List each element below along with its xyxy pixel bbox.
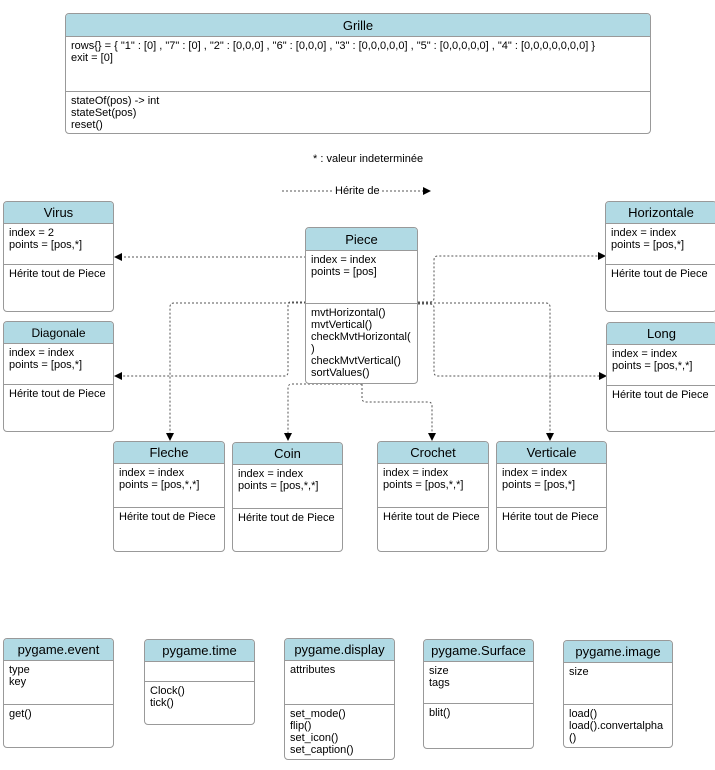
class-fleche-attributes: index = index points = [pos,*,*] xyxy=(114,464,224,508)
class-pygame-surface-methods: blit() xyxy=(429,707,451,719)
class-pygame-event-methods: get() xyxy=(9,708,32,720)
class-pygame-image-methods: load() load().convertalpha () xyxy=(569,708,664,744)
class-coin[interactable]: Coin index = index points = [pos,*,*] Hé… xyxy=(232,442,343,552)
class-pygame-event[interactable]: pygame.event type key get() xyxy=(3,638,114,748)
edge-piece-diagonale xyxy=(114,301,306,380)
class-horizontale-methods: Hérite tout de Piece xyxy=(611,268,708,280)
class-virus-methods: Hérite tout de Piece xyxy=(9,268,106,280)
class-crochet-attributes: index = index points = [pos,*,*] xyxy=(378,464,488,508)
class-pygame-surface[interactable]: pygame.Surface size tags blit() xyxy=(423,639,534,749)
class-piece-methods: mvtHorizontal() mvtVertical() checkMvtHo… xyxy=(311,307,411,379)
class-pygame-time-attributes xyxy=(145,662,254,682)
class-pygame-event-attributes: type key xyxy=(4,661,113,705)
class-long-attributes: index = index points = [pos,*,*] xyxy=(607,345,715,386)
class-pygame-time[interactable]: pygame.time Clock() tick() xyxy=(144,639,255,725)
class-crochet-name: Crochet xyxy=(378,442,488,464)
legend-undetermined: * : valeur indeterminée xyxy=(313,153,424,165)
edge-piece-coin xyxy=(284,383,362,441)
class-horizontale-attributes: index = index points = [pos,*] xyxy=(606,224,715,265)
class-virus[interactable]: Virus index = 2 points = [pos,*] Hérite … xyxy=(3,201,114,312)
class-pygame-time-methods: Clock() tick() xyxy=(150,685,185,709)
class-pygame-display-name: pygame.display xyxy=(285,639,394,661)
class-horizontale-name: Horizontale xyxy=(606,202,715,224)
class-crochet[interactable]: Crochet index = index points = [pos,*,*]… xyxy=(377,441,489,552)
legend-inherits-label: Hérite de xyxy=(333,185,382,197)
class-fleche-methods: Hérite tout de Piece xyxy=(119,511,216,523)
class-grille-attributes: rows{} = { "1" : [0] , "7" : [0] , "2" :… xyxy=(66,37,650,92)
class-pygame-image-name: pygame.image xyxy=(564,641,672,663)
edge-piece-crochet xyxy=(361,384,436,441)
class-pygame-image[interactable]: pygame.image size load() load().converta… xyxy=(563,640,673,748)
class-coin-attributes: index = index points = [pos,*,*] xyxy=(233,465,342,509)
class-diagonale[interactable]: Diagonale index = index points = [pos,*]… xyxy=(3,321,114,432)
class-horizontale[interactable]: Horizontale index = index points = [pos,… xyxy=(605,201,715,312)
edge-piece-fleche xyxy=(166,302,306,441)
edge-piece-long xyxy=(418,303,607,380)
class-pygame-time-name: pygame.time xyxy=(145,640,254,662)
class-piece[interactable]: Piece index = index points = [pos] mvtHo… xyxy=(305,227,418,384)
class-coin-name: Coin xyxy=(233,443,342,465)
class-long-methods: Hérite tout de Piece xyxy=(612,389,709,401)
class-grille[interactable]: Grille rows{} = { "1" : [0] , "7" : [0] … xyxy=(65,13,651,134)
class-piece-attributes: index = index points = [pos] xyxy=(306,251,417,304)
class-long-name: Long xyxy=(607,323,715,345)
class-virus-name: Virus xyxy=(4,202,113,224)
class-diagonale-methods: Hérite tout de Piece xyxy=(9,388,106,400)
class-pygame-display-methods: set_mode() flip() set_icon() set_caption… xyxy=(290,708,354,756)
class-verticale-methods: Hérite tout de Piece xyxy=(502,511,599,523)
class-long[interactable]: Long index = index points = [pos,*,*] Hé… xyxy=(606,322,715,432)
edge-piece-verticale xyxy=(418,302,554,441)
class-diagonale-name: Diagonale xyxy=(4,322,113,344)
class-grille-name: Grille xyxy=(66,14,650,37)
class-grille-methods: stateOf(pos) -> int stateSet(pos) reset(… xyxy=(71,95,160,131)
class-crochet-methods: Hérite tout de Piece xyxy=(383,511,480,523)
class-pygame-image-attributes: size xyxy=(564,663,672,705)
edge-piece-horizontale xyxy=(418,252,606,303)
class-verticale-name: Verticale xyxy=(497,442,606,464)
class-piece-name: Piece xyxy=(306,228,417,251)
class-fleche-name: Fleche xyxy=(114,442,224,464)
class-fleche[interactable]: Fleche index = index points = [pos,*,*] … xyxy=(113,441,225,552)
class-verticale[interactable]: Verticale index = index points = [pos,*]… xyxy=(496,441,607,552)
class-pygame-display[interactable]: pygame.display attributes set_mode() fli… xyxy=(284,638,395,760)
class-verticale-attributes: index = index points = [pos,*] xyxy=(497,464,606,508)
class-virus-attributes: index = 2 points = [pos,*] xyxy=(4,224,113,265)
class-coin-methods: Hérite tout de Piece xyxy=(238,512,335,524)
class-pygame-surface-name: pygame.Surface xyxy=(424,640,533,662)
class-diagonale-attributes: index = index points = [pos,*] xyxy=(4,344,113,385)
class-pygame-event-name: pygame.event xyxy=(4,639,113,661)
class-pygame-display-attributes: attributes xyxy=(285,661,394,705)
class-pygame-surface-attributes: size tags xyxy=(424,662,533,704)
